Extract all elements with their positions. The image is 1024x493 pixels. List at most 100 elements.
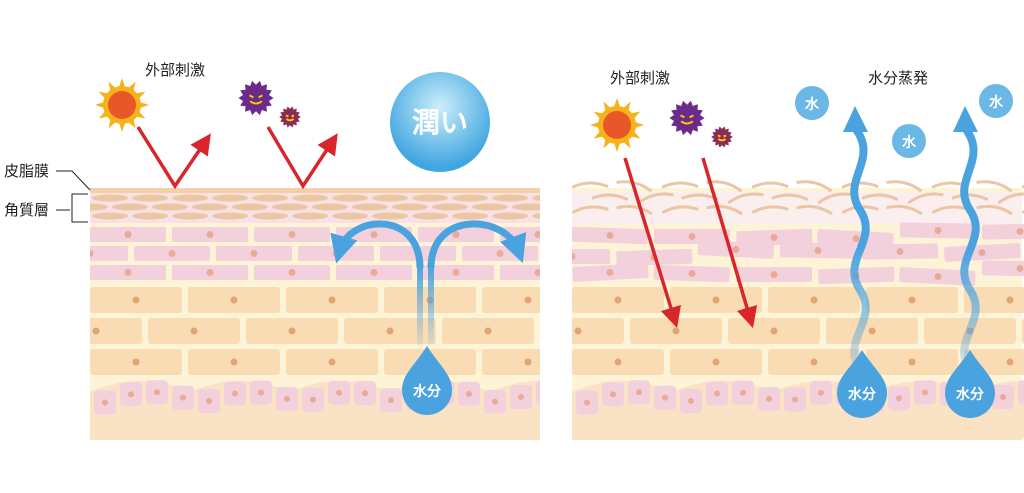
germ-spike bbox=[715, 128, 719, 133]
basal-cell bbox=[536, 380, 540, 405]
nucleus bbox=[908, 296, 916, 304]
nucleus bbox=[712, 296, 720, 304]
nucleus bbox=[740, 389, 746, 396]
nucleus bbox=[452, 231, 460, 238]
corneum-cell bbox=[412, 212, 448, 220]
sebum-layer bbox=[90, 188, 540, 193]
corneum-flake bbox=[591, 193, 629, 201]
water-bubble: 水 bbox=[795, 86, 829, 120]
nucleus bbox=[714, 390, 720, 397]
nucleus bbox=[1000, 393, 1006, 400]
germ-spike bbox=[712, 138, 716, 143]
germ-spike bbox=[721, 126, 726, 130]
corneum-flake bbox=[861, 193, 899, 201]
water-drop: 水分 bbox=[945, 350, 995, 418]
evaporation-arrow bbox=[843, 106, 870, 373]
corneum-flake bbox=[572, 205, 609, 214]
germ-spike bbox=[268, 94, 274, 102]
germ-spike bbox=[283, 108, 287, 113]
germ-icon bbox=[669, 100, 705, 136]
corneum-cell bbox=[372, 194, 408, 202]
germ-body bbox=[714, 129, 730, 145]
corneum-cell bbox=[532, 213, 540, 219]
nucleus bbox=[770, 327, 778, 335]
moisture-badge-text: 潤い bbox=[412, 106, 468, 139]
corneum-cell bbox=[212, 194, 248, 202]
right-stimulus-label: 外部刺激 bbox=[610, 69, 670, 87]
nucleus bbox=[388, 397, 394, 404]
germ-spike bbox=[676, 125, 682, 132]
nucleus bbox=[310, 396, 316, 403]
germ-spike bbox=[725, 128, 729, 133]
germ-spike bbox=[686, 129, 693, 136]
germ-spike bbox=[686, 100, 693, 107]
nucleus bbox=[288, 327, 296, 335]
nucleus bbox=[484, 327, 492, 335]
deflected-arrow bbox=[136, 126, 211, 190]
germ-spike bbox=[280, 118, 284, 123]
germ-spike bbox=[721, 144, 726, 148]
germ-spike bbox=[712, 131, 716, 136]
nucleus bbox=[810, 296, 818, 304]
corneum-cell bbox=[472, 203, 508, 211]
nucleus bbox=[662, 394, 668, 401]
corneum-cell bbox=[352, 203, 388, 211]
nucleus bbox=[206, 398, 212, 405]
nucleus bbox=[336, 389, 342, 396]
nucleus bbox=[814, 247, 822, 254]
nucleus bbox=[792, 396, 798, 403]
germ-spike bbox=[696, 120, 703, 127]
sun-icon bbox=[95, 78, 149, 132]
corneum-cell bbox=[132, 194, 168, 202]
corneum-cell bbox=[452, 194, 488, 202]
water-bubble-label: 水 bbox=[902, 134, 917, 151]
nucleus bbox=[288, 231, 296, 238]
corneum-cell bbox=[152, 203, 188, 211]
nucleus bbox=[524, 358, 532, 366]
germ-spike bbox=[240, 100, 247, 107]
spinous-cell bbox=[572, 318, 624, 344]
nucleus bbox=[534, 231, 540, 238]
nucleus bbox=[688, 233, 696, 240]
nucleus bbox=[332, 250, 340, 257]
nucleus bbox=[362, 390, 368, 397]
germ-body bbox=[243, 85, 269, 111]
germ-face bbox=[680, 114, 694, 125]
nucleus bbox=[154, 389, 160, 396]
corneum-cell bbox=[212, 212, 248, 220]
water-stem bbox=[428, 265, 434, 345]
germ-spike bbox=[692, 125, 698, 132]
basal-cell bbox=[1018, 380, 1024, 405]
germ-spike bbox=[279, 115, 283, 119]
water-drop-label: 水分 bbox=[956, 386, 984, 403]
nucleus bbox=[732, 246, 740, 253]
germ-icon bbox=[238, 80, 274, 116]
germ-spike bbox=[245, 105, 251, 112]
germ-spike bbox=[696, 109, 703, 116]
corneum-flake bbox=[572, 181, 609, 189]
water-drop-label: 水分 bbox=[413, 383, 441, 400]
germ-spike bbox=[729, 135, 733, 139]
nucleus bbox=[1016, 228, 1024, 235]
nucleus bbox=[852, 235, 860, 242]
spinous-cell bbox=[482, 287, 540, 313]
corneum-cell bbox=[172, 194, 208, 202]
nucleus bbox=[206, 231, 214, 238]
corneum-cell bbox=[252, 212, 288, 220]
germ-body bbox=[282, 109, 298, 125]
sun-ray bbox=[613, 141, 621, 152]
germ-spike bbox=[289, 124, 294, 128]
evaporation-label: 水分蒸発 bbox=[868, 69, 928, 87]
keratinocyte bbox=[500, 265, 540, 280]
corneum-cell bbox=[232, 203, 268, 211]
nucleus bbox=[818, 389, 824, 396]
nucleus bbox=[534, 269, 540, 276]
sun-icon bbox=[590, 98, 644, 152]
germ-spike bbox=[280, 111, 284, 116]
germ-spike bbox=[283, 121, 287, 126]
germ-face bbox=[285, 114, 295, 122]
keratinocyte bbox=[90, 246, 128, 261]
nucleus bbox=[1006, 296, 1014, 304]
germ-spike bbox=[250, 109, 257, 116]
nucleus bbox=[328, 358, 336, 366]
